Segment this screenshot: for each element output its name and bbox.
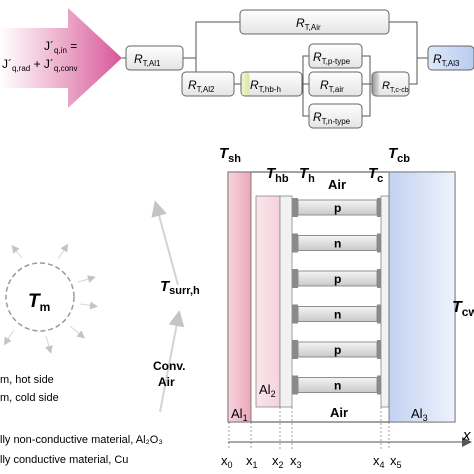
al1-plate (227, 171, 252, 423)
leg-label: p (334, 343, 341, 357)
leg-label: n (334, 237, 341, 251)
svg-text:RT,hb-h: RT,hb-h (250, 78, 281, 94)
cu-strip-cold (380, 195, 390, 408)
resistor-al2: RT,Al2 (181, 71, 235, 97)
x-axis-tick-label: x5 (390, 453, 402, 470)
svg-text:RT,Al3: RT,Al3 (433, 52, 460, 68)
leg-p-type: p (292, 198, 381, 217)
legend-item-non-conductive: lly non-conductive material, Al₂O₃ (0, 434, 163, 446)
x-axis-tick-label: x3 (290, 453, 302, 470)
radiation-rays (3, 243, 98, 354)
network-wires (122, 21, 428, 117)
resistor-c-cb: RT,c-cb (371, 71, 410, 97)
temp-label-cb: Tcb (388, 145, 410, 165)
leg-label: n (334, 379, 341, 393)
leg-n-type: n (292, 233, 381, 253)
convection-label-line1: Conv. (153, 359, 185, 373)
svg-text:RT,Al1: RT,Al1 (134, 52, 161, 68)
al1-label: Al1 (231, 406, 248, 423)
air-bottom-label: Air (330, 405, 348, 420)
x-axis-line (228, 437, 472, 447)
al3-label: Al3 (411, 406, 428, 423)
legend-item-hot-side: m, hot side (0, 374, 54, 386)
leg-label: p (334, 201, 341, 215)
resistor-p-type: RT,p-type (308, 43, 363, 69)
heat-flux-arrow (0, 8, 122, 108)
al2-plate (255, 195, 281, 408)
x-axis-tick-label: x0 (221, 453, 233, 470)
leg-p-type: p (292, 340, 381, 359)
resistor-al3: RT,Al3 (427, 45, 474, 71)
heat-flux-label-line2: J´q,rad + J´q,conv (2, 57, 77, 73)
svg-text:RT,n-type: RT,n-type (313, 110, 351, 126)
x-axis-tick-labels: x0 x1 x2 x3 x4 x5 (221, 453, 402, 470)
x-axis-guides (228, 407, 390, 450)
legend: m, hot side m, cold side lly non-conduct… (0, 374, 163, 466)
resistor-air-inner: RT,air (308, 71, 363, 97)
legend-item-cold-side: m, cold side (0, 392, 59, 404)
leg-p-type: p (292, 269, 381, 288)
convection-label-line2: Air (158, 375, 175, 389)
temp-label-hb: Thb (266, 165, 289, 185)
mass-circle (5, 262, 75, 332)
al2-label: Al2 (259, 382, 276, 399)
resistor-al1: RT,Al1 (125, 45, 184, 71)
leg-label: p (334, 272, 341, 286)
resistor-n-type: RT,n-type (308, 103, 363, 129)
legend-item-conductive: lly conductive material, Cu (0, 454, 128, 466)
x-axis-end-label: x (462, 427, 471, 444)
svg-text:RT,Al2: RT,Al2 (188, 78, 215, 94)
svg-text:RT,Air: RT,Air (296, 16, 321, 32)
heat-flux-label-line1: J´q,in = (44, 39, 77, 55)
resistor-hb-h: RT,hb-h (240, 71, 303, 97)
temp-label-h: Th (299, 165, 315, 185)
resistor-air: RT,Air (239, 9, 390, 35)
svg-text:RT,p-type: RT,p-type (313, 50, 351, 66)
surroundings-temperature-label: Tsurr,h (160, 278, 200, 297)
cu-strip-hot (279, 195, 293, 408)
air-top-label: Air (328, 177, 346, 192)
svg-text:RT,c-cb: RT,c-cb (382, 80, 409, 94)
leg-n-type: n (292, 375, 381, 395)
convection-arrow (159, 310, 185, 413)
x-axis-tick-label: x4 (373, 453, 385, 470)
x-axis-tick-label: x1 (246, 453, 258, 470)
temp-label-sh: Tsh (219, 145, 241, 165)
surroundings-arrow (151, 200, 179, 286)
al3-plate (388, 171, 456, 423)
mass-temperature-label: Tm (28, 291, 50, 314)
x-axis-tick-label: x2 (272, 453, 284, 470)
leg-label: n (334, 308, 341, 322)
svg-text:RT,air: RT,air (320, 78, 344, 94)
temp-label-cw: Tcw (452, 299, 474, 319)
leg-n-type: n (292, 304, 381, 324)
thermoelectric-legs: p n p n p n (292, 198, 381, 395)
temp-label-c: Tc (368, 165, 383, 185)
